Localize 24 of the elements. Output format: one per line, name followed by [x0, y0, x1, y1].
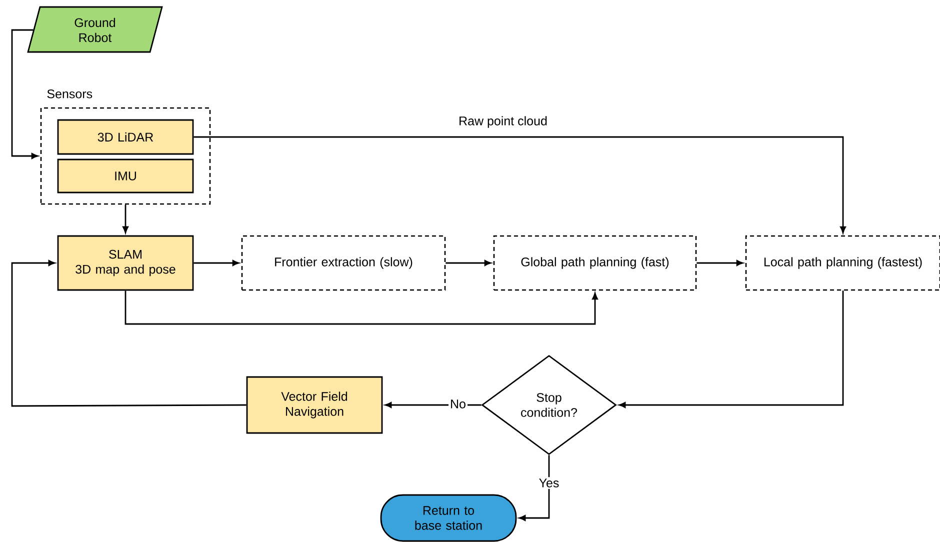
node-label: Sensors: [47, 89, 92, 98]
edge-label: Raw point cloud: [457, 114, 549, 130]
terminal-pill: Return to base station: [380, 494, 517, 542]
arrow: [696, 260, 744, 266]
arrow: [124, 290, 598, 325]
arrow: [11, 29, 38, 159]
edge-label: Yes: [537, 477, 561, 489]
arrow: [11, 260, 246, 407]
arrow: [618, 290, 844, 408]
process-box: SLAM 3D map and pose: [57, 235, 194, 291]
arrow: [446, 260, 492, 266]
robot-parallelogram: Ground Robot: [27, 6, 163, 53]
arrow: [518, 455, 550, 521]
process-box: Vector Field Navigation: [246, 376, 383, 434]
process-box: IMU: [57, 158, 194, 194]
arrow: [384, 402, 482, 408]
process-box: Frontier extraction (slow): [241, 235, 446, 291]
process-box: Local path planning (fastest): [745, 235, 940, 291]
edge-label: No: [448, 398, 468, 410]
process-box: Global path planning (fast): [493, 235, 697, 291]
arrow: [194, 260, 240, 266]
arrow: [122, 204, 128, 234]
arrow: [194, 136, 846, 234]
process-box: 3D LiDAR: [57, 119, 194, 155]
